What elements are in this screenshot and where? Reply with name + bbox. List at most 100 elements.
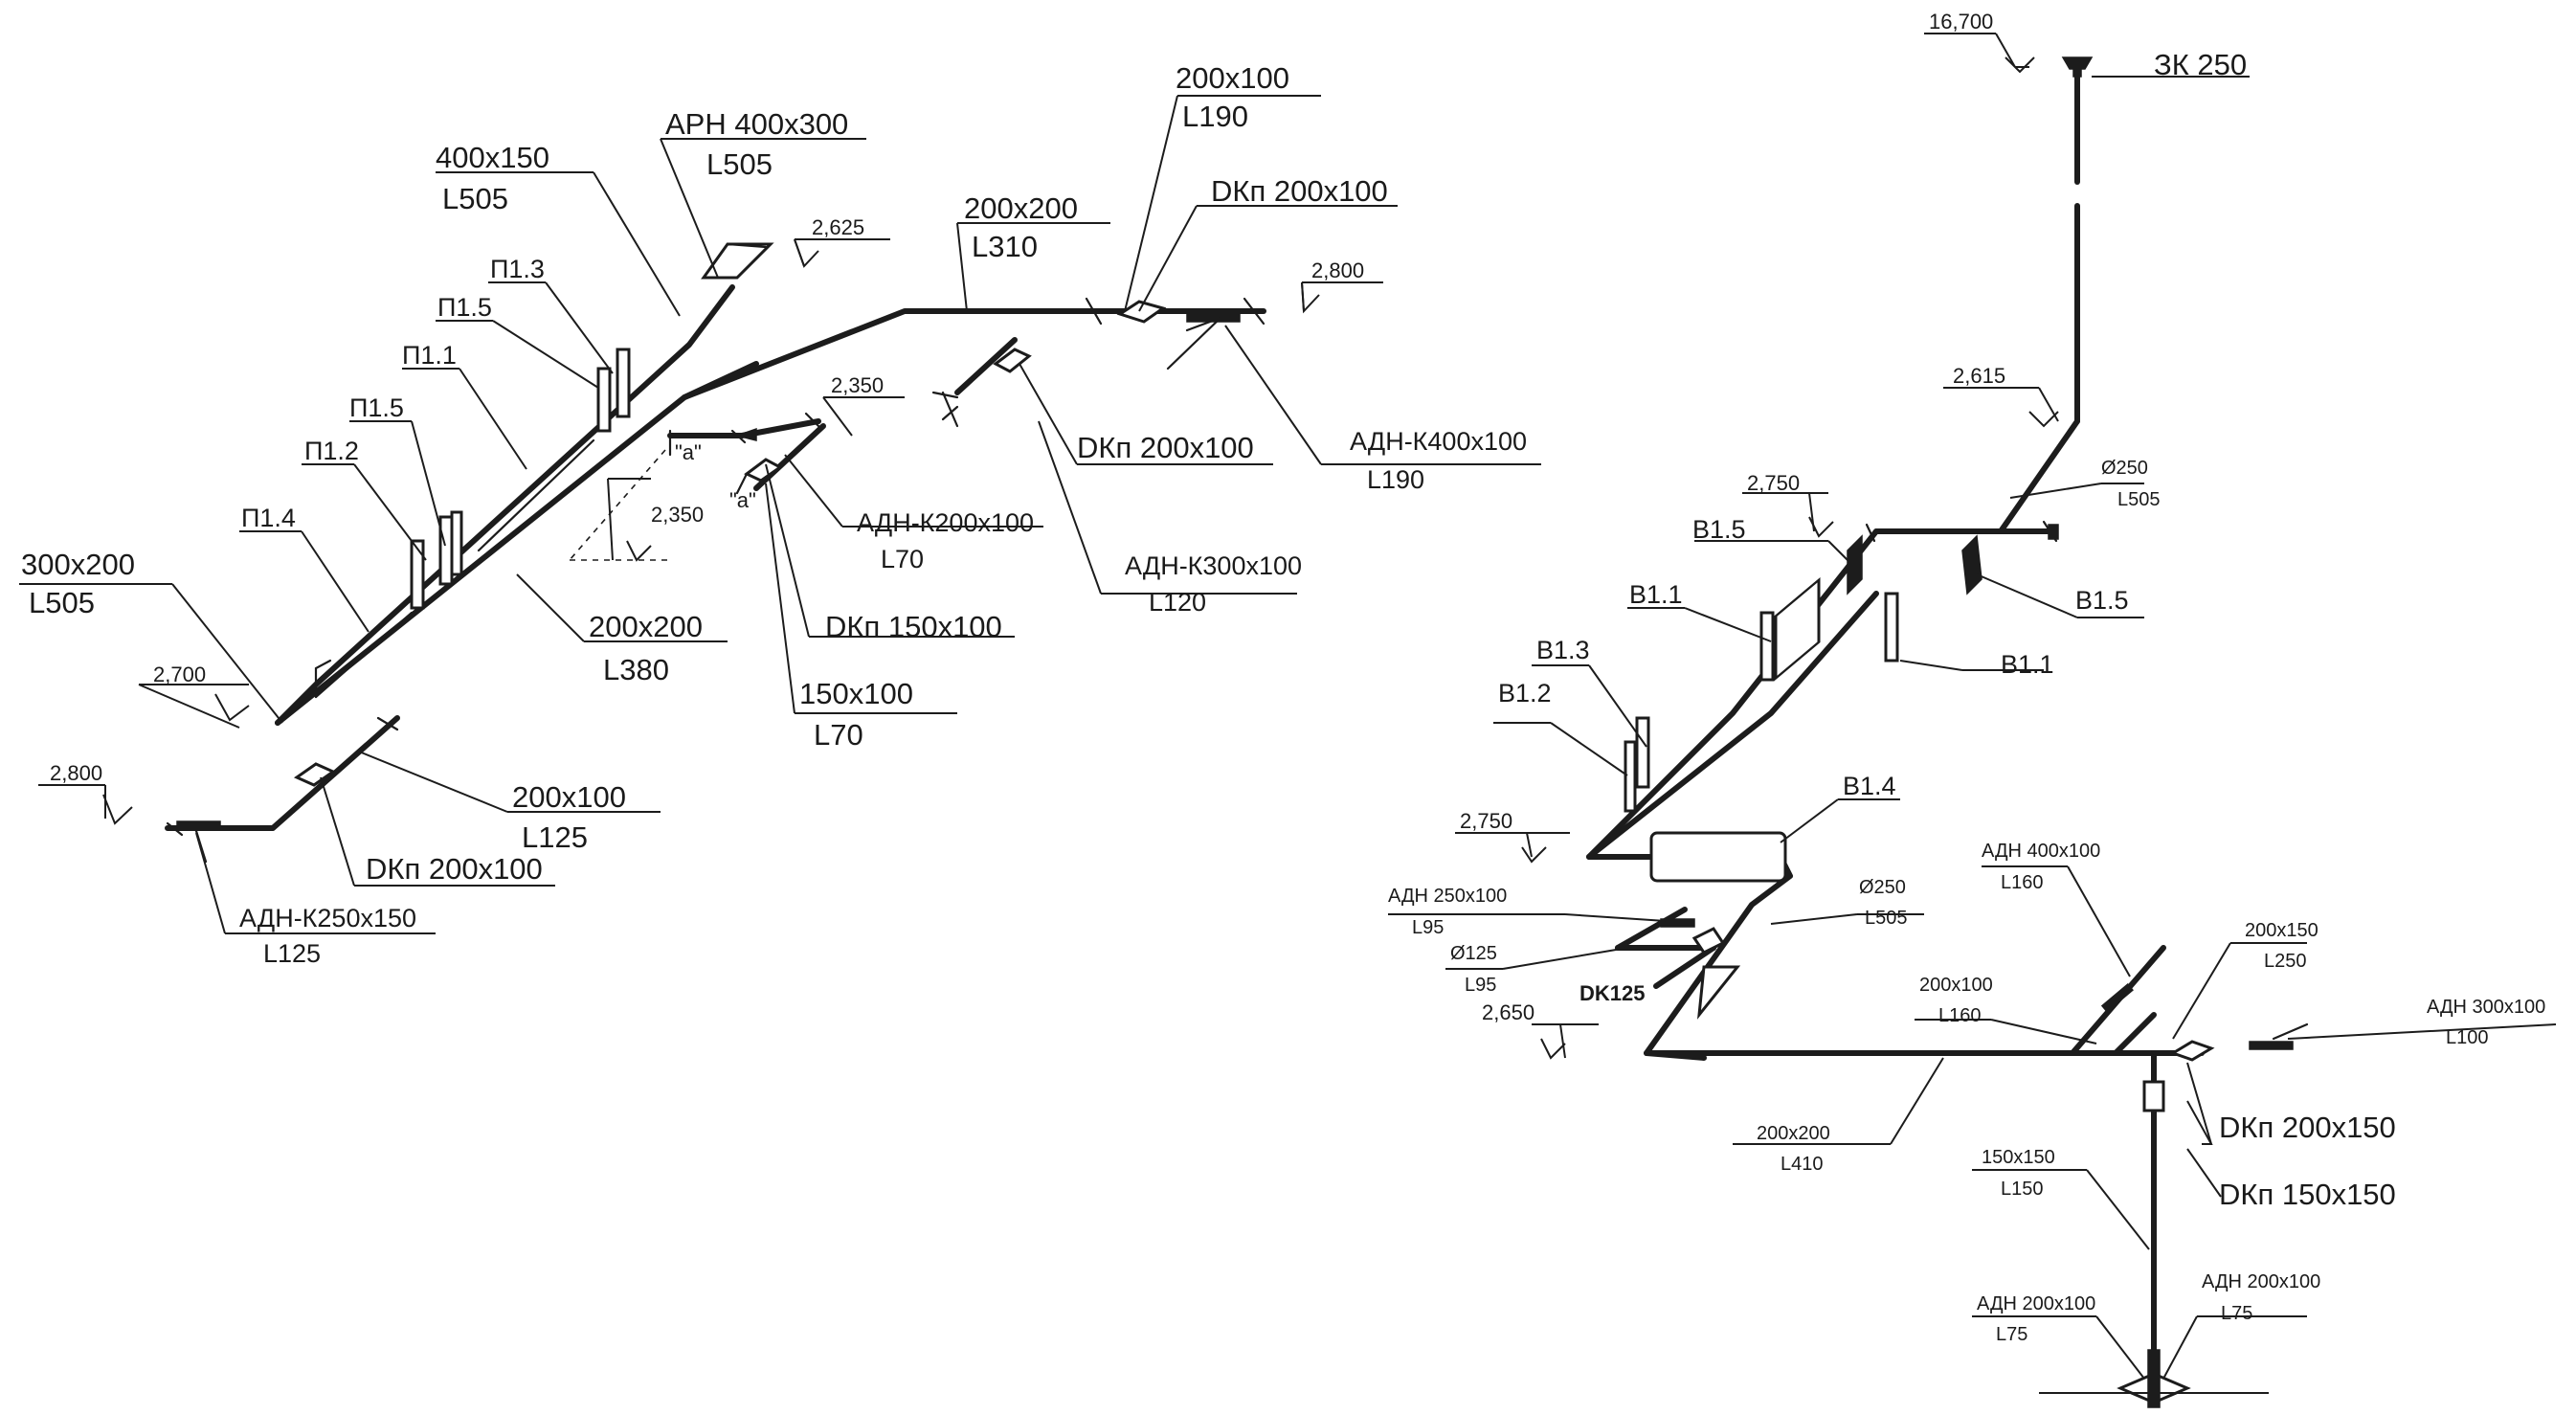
label-p12: П1.2 [304, 437, 359, 465]
arn-intake [701, 242, 774, 280]
label-p15b: П1.5 [349, 393, 404, 422]
label-d200x100-len: L160 [1938, 1005, 1982, 1026]
label-d250-low-len: L505 [1865, 908, 1908, 929]
label-d200x200-main-size: 200x200 [589, 610, 703, 643]
dampers [293, 300, 1167, 787]
exhaust-terminals [1865, 56, 2094, 543]
label-adnk400-len: L190 [1367, 465, 1424, 494]
grilles [176, 313, 1241, 864]
label-elev-2625: 2,625 [812, 215, 864, 239]
label-v11-right: В1.1 [2001, 650, 2054, 679]
label-elev-16700: 16,700 [1929, 10, 1993, 34]
label-adn200-right-size: АДН 200x100 [2202, 1271, 2320, 1292]
label-dkp-mid: DКп 200x100 [1077, 431, 1254, 464]
label-adn200-left-len: L75 [1996, 1324, 2027, 1345]
label-d200x150-size: 200x150 [2245, 920, 2318, 941]
label-d125-size: Ø125 [1450, 943, 1497, 964]
label-d150x150-len: L150 [2001, 1179, 2044, 1200]
label-d200x200-size: 200x200 [1757, 1123, 1830, 1144]
label-elev-2800-right: 2,800 [1311, 258, 1364, 282]
label-elev-2700: 2,700 [153, 663, 206, 686]
label-d250-top-len: L505 [2117, 489, 2161, 510]
label-adn400-len: L160 [2001, 872, 2044, 893]
label-d250-top-size: Ø250 [2101, 458, 2148, 479]
label-d200x100-size: 200x100 [1919, 975, 1993, 996]
exhaust-duct-lines [1586, 59, 2205, 1362]
label-d200x200-top-len: L310 [972, 230, 1038, 263]
label-v15-right: В1.5 [2075, 586, 2129, 615]
label-adnk200-size: АДН-К200x100 [857, 508, 1034, 537]
label-zk250: ЗК 250 [2154, 48, 2247, 81]
label-arn-size: АРН 400x300 [665, 107, 848, 141]
label-adn400-size: АДН 400x100 [1982, 841, 2100, 862]
exhaust-labels: 16,700 ЗК 250 2,615 Ø250 L505 2,750 В1.5… [1388, 10, 2545, 1345]
label-d300x200-len: L505 [29, 586, 95, 619]
label-v14: В1.4 [1843, 772, 1896, 800]
label-adnk250-len: L125 [263, 939, 321, 968]
exhaust-unit-sections [1624, 534, 1982, 883]
supply-labels: АРН 400x300 L505 400x150 L505 200x100 L1… [21, 61, 1527, 968]
label-elev-2650: 2,650 [1482, 1000, 1534, 1024]
label-adnk300-len: L120 [1149, 588, 1206, 617]
supply-leaders [19, 95, 1541, 934]
label-v15-left: В1.5 [1692, 515, 1746, 544]
label-adnk300-size: АДН-К300x100 [1125, 551, 1302, 580]
label-d250-low-size: Ø250 [1859, 877, 1906, 898]
label-elev-2350-low: 2,350 [651, 503, 704, 527]
label-adn300-len: L100 [2446, 1027, 2489, 1048]
label-dkp-top: DКп 200x100 [1211, 174, 1388, 208]
supply-elevation-marks [102, 238, 1320, 825]
label-d150x150-size: 150x150 [1982, 1147, 2055, 1168]
label-d200x100-top-len: L190 [1182, 100, 1248, 133]
label-adn250-len: L95 [1412, 917, 1444, 938]
label-d125-len: L95 [1465, 975, 1496, 996]
label-v13: В1.3 [1536, 636, 1590, 664]
label-dk125: DK125 [1579, 981, 1645, 1005]
label-elev-2615: 2,615 [1953, 364, 2005, 388]
label-dkp-low: DКп 200x100 [366, 852, 543, 886]
label-p11: П1.1 [402, 341, 457, 370]
label-d200x100-low-len: L125 [522, 820, 588, 854]
label-v11-left: В1.1 [1629, 580, 1683, 609]
label-d200x150-len: L250 [2264, 951, 2307, 972]
label-d200x200-len: L410 [1781, 1154, 1824, 1175]
label-d200x200-top-size: 200x200 [964, 191, 1078, 225]
label-adn250-size: АДН 250x100 [1388, 886, 1507, 907]
label-p15a: П1.5 [437, 293, 492, 322]
label-d150x100-len: L70 [814, 718, 863, 752]
label-adnk250-size: АДН-К250x150 [239, 904, 416, 932]
label-dkp-200x150: DКп 200x150 [2219, 1111, 2396, 1144]
label-dkp-150: DКп 150x100 [825, 610, 1002, 643]
section-a-marker [569, 429, 749, 561]
exhaust-dampers [1660, 918, 2309, 1408]
label-d200x100-top-size: 200x100 [1176, 61, 1289, 95]
supply-unit-sections [314, 348, 631, 699]
label-dkp-150x150: DКп 150x150 [2219, 1178, 2396, 1211]
supply-system-scheme: АРН 400x300 L505 400x150 L505 200x100 L1… [19, 61, 1541, 968]
label-p13: П1.3 [490, 255, 545, 283]
label-adn200-left-size: АДН 200x100 [1977, 1293, 2095, 1314]
label-elev-2750-low: 2,750 [1460, 809, 1512, 833]
label-arn-len: L505 [706, 147, 773, 181]
label-sec-a1: "а" [675, 440, 702, 464]
label-p14: П1.4 [241, 504, 296, 532]
label-adnk200-len: L70 [881, 545, 924, 573]
exhaust-leaders [1388, 33, 2557, 1394]
label-d200x200-main-len: L380 [603, 653, 669, 686]
exhaust-system-scheme: 16,700 ЗК 250 2,615 Ø250 L505 2,750 В1.5… [1388, 10, 2557, 1408]
label-elev-2800-left: 2,800 [50, 761, 102, 785]
exhaust-elevation-marks [1521, 56, 2059, 1060]
label-d400x150-len: L505 [442, 182, 508, 215]
label-elev-2750-top: 2,750 [1747, 471, 1800, 495]
label-adnk400-size: АДН-К400x100 [1350, 427, 1527, 456]
label-elev-2350-top: 2,350 [831, 373, 884, 397]
label-d200x100-low-size: 200x100 [512, 780, 626, 814]
label-v12: В1.2 [1498, 679, 1552, 708]
label-adn200-right-len: L75 [2221, 1303, 2252, 1324]
label-adn300-size: АДН 300x100 [2427, 997, 2545, 1018]
supply-duct-lines [165, 284, 1266, 837]
label-d300x200-size: 300x200 [21, 548, 135, 581]
label-sec-a2: "а" [729, 488, 756, 512]
label-d150x100-size: 150x100 [799, 677, 913, 710]
